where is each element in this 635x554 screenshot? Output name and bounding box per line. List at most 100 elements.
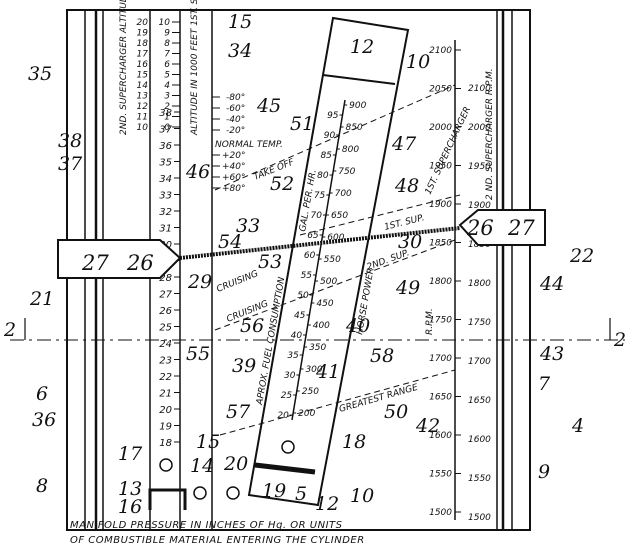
take-off-curve: [214, 84, 456, 191]
manifold-tick-label: 35: [159, 158, 172, 169]
ref-12-top: 12: [350, 36, 374, 58]
temp-tick-label: -60°: [226, 104, 245, 114]
ref-57: 57: [226, 401, 251, 423]
ref-35: 35: [28, 63, 52, 85]
alt1-tick-label: 1: [164, 113, 170, 123]
normal-temp: NORMAL TEMP.: [215, 140, 283, 150]
rpm2-tick-label: 1950: [468, 162, 491, 172]
ref-26-right: 26: [466, 216, 494, 240]
hp-tick-label: 500: [320, 277, 337, 287]
hp-tick-label: 250: [302, 387, 319, 397]
hp-tick-label: 850: [346, 123, 363, 133]
ref-48: 48: [394, 175, 419, 197]
ref-39: 39: [232, 355, 256, 377]
ref-37: 37: [58, 153, 83, 175]
gal-tick-label: 65: [307, 231, 319, 241]
gal-tick-label: 30: [284, 371, 296, 381]
ref-12-bottom: 12: [315, 493, 339, 515]
hp-tick-label: 900: [349, 101, 366, 111]
ref-7: 7: [538, 373, 551, 395]
manifold-tick-label: 18: [159, 438, 172, 449]
manifold-tick-label: 21: [159, 389, 172, 400]
ref-50: 50: [384, 401, 408, 423]
alt2-tick-label: 11: [137, 113, 148, 123]
rpm2-tick-label: 1600: [468, 435, 491, 445]
cursor-line: [179, 226, 461, 260]
left-pointer: [57, 239, 182, 279]
manifold-tick-label: 37: [159, 125, 172, 136]
rpm1-tick-label: 1650: [429, 393, 452, 403]
ref-6: 6: [36, 383, 48, 405]
ref-21: 21: [29, 288, 54, 310]
ref-53: 53: [258, 251, 282, 273]
ref-54: 54: [218, 231, 242, 253]
rpm2-tick-label: 1800: [468, 279, 491, 289]
manifold-tick-label: 32: [159, 207, 172, 218]
caption-line-1: MANIFOLD PRESSURE IN INCHES OF Hg. OR UN…: [70, 520, 343, 531]
rpm1-tick-label: 1850: [429, 239, 452, 249]
manifold-ticks: 3837363534333231302928272625242322212019…: [159, 101, 366, 449]
manifold-tick-label: 31: [159, 224, 172, 235]
ref-58: 58: [370, 345, 394, 367]
hp-tick-label: 800: [342, 145, 359, 155]
hp-tick-label: 750: [338, 167, 355, 177]
alt1-tick-label: 2: [164, 102, 170, 112]
gal-tick-label: 90: [324, 131, 336, 141]
alt2-tick-label: 20: [137, 18, 149, 28]
ref-51: 51: [290, 113, 314, 135]
alt2-tick-label: 13: [137, 92, 149, 102]
alt1-tick-label: 8: [164, 39, 170, 49]
alt2-tick-label: 19: [137, 29, 149, 39]
ref-15-bottom: 15: [196, 431, 220, 453]
temp-tick-label: +80°: [222, 184, 246, 194]
gal-tick-label: 95: [327, 111, 339, 121]
ref-45: 45: [256, 95, 281, 117]
rpm1-tick-label: 1800: [429, 277, 452, 287]
slide-bottom-bar: [254, 462, 316, 475]
altitude-ticks: 2019181716151413121110109876543210-80°-6…: [137, 18, 246, 194]
gal-tick-label: 55: [301, 271, 313, 281]
rpm2-tick-label: 1900: [468, 201, 491, 211]
alt1-tick-label: 10: [159, 18, 171, 28]
manifold-tick-label: 27: [159, 290, 172, 301]
first-sup-label: 1ST. SUP.: [383, 213, 425, 233]
gal-tick-label: 85: [320, 151, 332, 161]
temp-tick-label: +40°: [222, 162, 246, 172]
alt1-tick-label: 5: [164, 71, 170, 81]
gal-tick-label: 50: [297, 291, 309, 301]
gal-tick-label: 60: [304, 251, 316, 261]
hp-tick-label: 600: [327, 233, 344, 243]
manifold-tick-label: 28: [159, 273, 172, 284]
ref-10-top: 10: [406, 51, 430, 73]
temp-tick-label: +20°: [222, 151, 246, 161]
temp-tick-label: -80°: [226, 93, 245, 103]
gal-tick-label: 40: [291, 331, 303, 341]
right-pointer: [458, 209, 546, 246]
alt1-tick-label: 4: [164, 81, 170, 91]
ref-49: 49: [395, 277, 420, 299]
hp-tick-label: 350: [309, 343, 326, 353]
hp-tick-label: 550: [324, 255, 341, 265]
rpm2-tick-label: 2100: [468, 84, 491, 94]
ref-42: 42: [415, 415, 440, 437]
ref-14: 14: [190, 455, 214, 477]
ref-5: 5: [295, 483, 307, 505]
gal-tick-label: 25: [281, 391, 293, 401]
fuel-label: APROX. FUEL CONSUMPTION: [255, 276, 288, 406]
rpm2-tick-label: 1500: [468, 513, 491, 523]
ref-55: 55: [186, 343, 210, 365]
rpm1-tick-label: 1750: [429, 316, 452, 326]
manifold-tick-label: 19: [159, 422, 172, 433]
rpm1-tick-label: 1500: [429, 508, 452, 518]
alt2-tick-label: 12: [137, 102, 149, 112]
ref-46: 46: [185, 161, 210, 183]
gal-tick-label: 75: [314, 191, 326, 201]
ref-17: 17: [118, 443, 143, 465]
hp-tick-label: 300: [305, 365, 322, 375]
hp-tick-label: 650: [331, 211, 348, 221]
second-sup-curve: [214, 239, 456, 331]
ref-40: 40: [345, 315, 370, 337]
alt2-label: 2ND. SUPERCHARGER ALTITUD IN 1000 FEET: [119, 0, 129, 135]
ref-33: 33: [236, 215, 260, 237]
